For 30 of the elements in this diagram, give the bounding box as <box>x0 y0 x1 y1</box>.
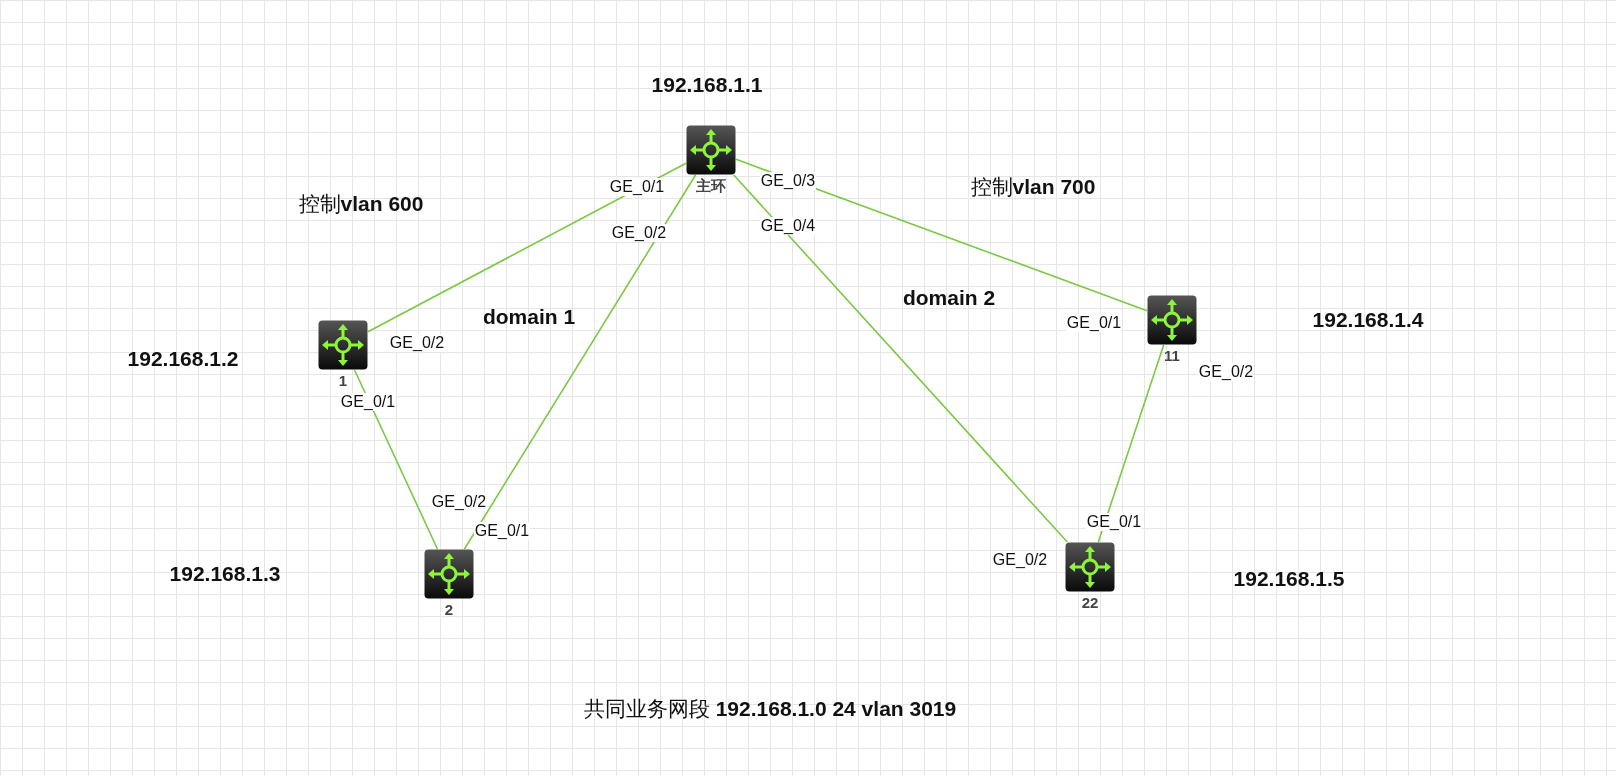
connection-line <box>463 174 697 550</box>
port-label: GE_0/2 <box>610 224 668 242</box>
caption: 共同业务网段 192.168.1.0 24 vlan 3019 <box>583 696 957 722</box>
area-label: 控制vlan 700 <box>970 174 1096 200</box>
port-label: GE_0/1 <box>339 393 397 411</box>
switch-label: 11 <box>1163 347 1181 364</box>
port-label: GE_0/2 <box>388 334 446 352</box>
connection-line <box>353 369 439 550</box>
ip-address: 192.168.1.3 <box>169 562 281 586</box>
ip-address: 192.168.1.4 <box>1312 308 1424 332</box>
connection-line <box>367 162 687 333</box>
port-label: GE_0/1 <box>608 178 666 196</box>
ip-address: 192.168.1.1 <box>651 73 763 97</box>
switch-label: 2 <box>443 601 455 618</box>
port-label: GE_0/2 <box>1197 363 1255 381</box>
ip-address: 192.168.1.2 <box>127 347 239 371</box>
connection-line <box>735 158 1148 312</box>
switch-label: 主环 <box>695 177 727 196</box>
area-label: 控制vlan 600 <box>298 191 424 217</box>
switch-label: 1 <box>337 372 349 389</box>
port-label: GE_0/2 <box>991 551 1049 569</box>
connection-line <box>732 174 1069 543</box>
area-label: domain 2 <box>902 286 996 310</box>
switch-label: 22 <box>1080 594 1100 611</box>
area-label: domain 1 <box>482 305 576 329</box>
port-label: GE_0/1 <box>473 522 531 540</box>
ip-address: 192.168.1.5 <box>1233 567 1345 591</box>
port-label: GE_0/3 <box>759 172 817 190</box>
port-label: GE_0/4 <box>759 217 817 235</box>
connection-line <box>1097 344 1165 543</box>
